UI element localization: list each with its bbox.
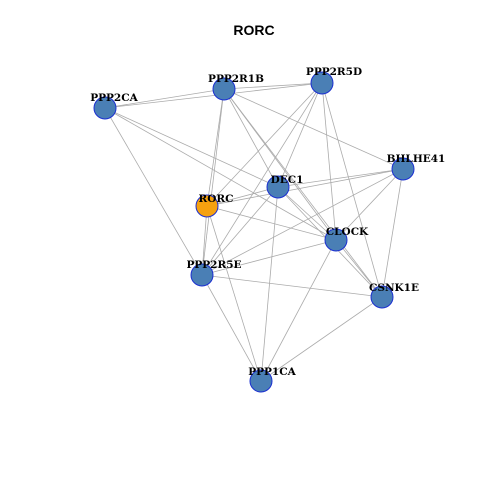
edge-csnk1e-ppp1ca: [260, 296, 383, 382]
edge-ppp2r5d-csnk1e: [321, 82, 383, 298]
node-label-rorc: RORC: [199, 193, 234, 205]
edge-ppp2r1b-rorc: [206, 88, 225, 207]
edge-bhlhe41-ppp2r5e: [201, 168, 404, 276]
node-clock: [324, 228, 348, 252]
edge-ppp2r5d-rorc: [206, 82, 323, 207]
edge-bhlhe41-rorc: [206, 168, 404, 207]
node-ppp1ca: [249, 369, 273, 393]
edge-ppp2r5d-ppp2r5e: [201, 82, 323, 276]
node-ppp2r5d: [310, 71, 334, 95]
edge-clock-csnk1e: [335, 239, 383, 298]
node-label-ppp2ca: PPP2CA: [90, 92, 138, 104]
node-label-dec1: DEC1: [271, 174, 304, 186]
edge-ppp2r1b-dec1: [223, 88, 279, 188]
edge-ppp2r1b-ppp2r5e: [201, 88, 225, 276]
edge-ppp2ca-ppp2r5d: [104, 82, 323, 109]
node-ppp2r5e: [190, 263, 214, 287]
edge-bhlhe41-clock: [335, 168, 404, 241]
nodes-layer: [93, 71, 415, 393]
edge-ppp2r5d-dec1: [277, 82, 323, 188]
edge-ppp2ca-clock: [104, 107, 337, 241]
node-csnk1e: [370, 285, 394, 309]
node-label-bhlhe41: BHLHE41: [387, 153, 446, 165]
edge-dec1-clock: [277, 186, 337, 241]
node-ppp2r1b: [212, 77, 236, 101]
edge-rorc-ppp2r5e: [201, 205, 208, 276]
edge-ppp2r5e-ppp1ca: [201, 274, 262, 382]
edge-ppp2r1b-csnk1e: [223, 88, 383, 298]
edge-clock-ppp2r5e: [201, 239, 337, 276]
edge-dec1-ppp1ca: [260, 186, 279, 382]
edge-clock-ppp1ca: [260, 239, 337, 382]
edge-ppp2r1b-bhlhe41: [223, 88, 404, 170]
edges-layer: [104, 82, 404, 382]
node-label-ppp1ca: PPP1CA: [248, 366, 296, 378]
edge-ppp2ca-ppp2r1b: [104, 88, 225, 109]
edge-ppp2r1b-ppp2r5d: [223, 82, 323, 90]
node-label-clock: CLOCK: [326, 226, 369, 238]
edge-rorc-ppp1ca: [206, 205, 262, 382]
edge-dec1-ppp2r5e: [201, 186, 279, 276]
edge-ppp2r5d-clock: [321, 82, 337, 241]
edge-bhlhe41-csnk1e: [381, 168, 404, 298]
node-label-ppp2r5e: PPP2R5E: [186, 259, 241, 271]
node-rorc: [195, 194, 219, 218]
node-ppp2ca: [93, 96, 117, 120]
node-bhlhe41: [391, 157, 415, 181]
node-dec1: [266, 175, 290, 199]
edge-bhlhe41-dec1: [277, 168, 404, 188]
edge-rorc-clock: [206, 205, 337, 241]
edge-ppp2r5e-csnk1e: [201, 274, 383, 298]
node-label-ppp2r5d: PPP2R5D: [306, 66, 362, 78]
node-label-csnk1e: CSNK1E: [369, 282, 419, 294]
edge-ppp2ca-dec1: [104, 107, 279, 188]
edge-ppp2ca-ppp2r5e: [104, 107, 203, 276]
chart-title: RORC: [233, 22, 274, 38]
node-label-ppp2r1b: PPP2R1B: [208, 73, 264, 85]
edge-dec1-rorc: [206, 186, 279, 207]
